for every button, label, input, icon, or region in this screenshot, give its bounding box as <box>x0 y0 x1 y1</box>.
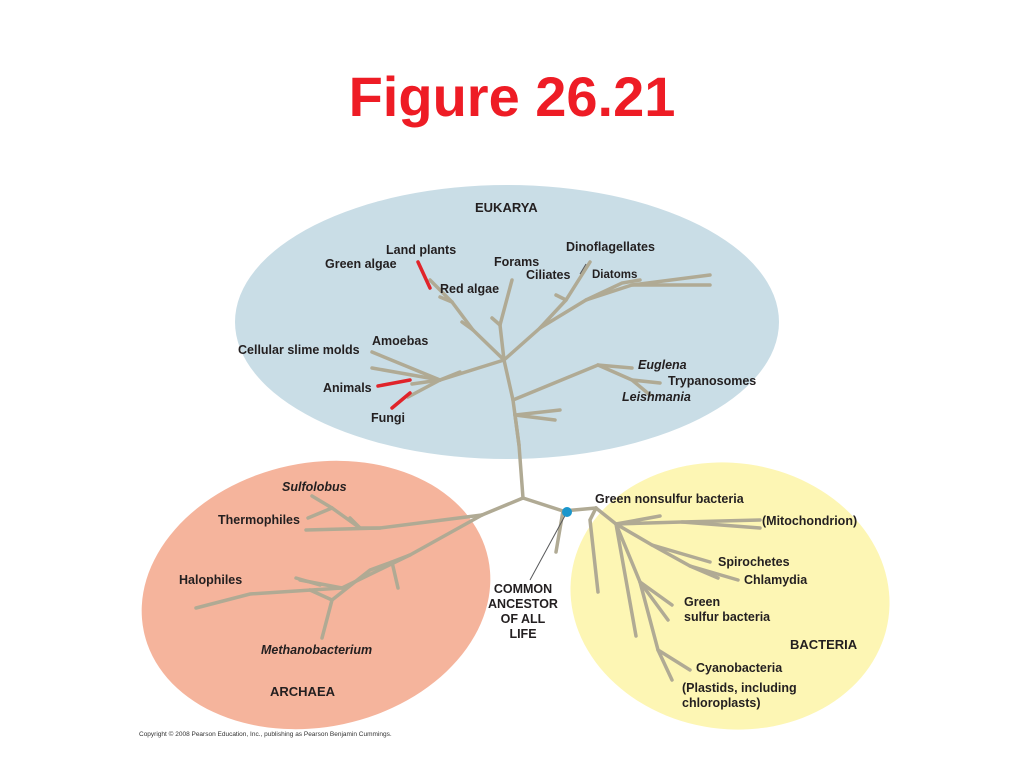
copyright-notice: Copyright © 2008 Pearson Education, Inc.… <box>139 731 392 738</box>
highlighted-lineages <box>376 260 432 410</box>
chlamydia-label: Chlamydia <box>744 573 808 587</box>
eukarya-label: EUKARYA <box>475 200 538 215</box>
spirochetes-label: Spirochetes <box>718 555 790 569</box>
archaea-label: ARCHAEA <box>270 684 336 699</box>
archaea-region <box>141 460 491 730</box>
dinoflagellates-label: Dinoflagellates <box>566 240 655 254</box>
common-ancestor-label: COMMON ANCESTOR OF ALL LIFE <box>488 582 558 641</box>
land-plants-label: Land plants <box>386 243 456 257</box>
sulfolobus-label: Sulfolobus <box>282 480 347 494</box>
green-sulfur-label-line1: Green <box>684 595 720 609</box>
cyanobacteria-label: Cyanobacteria <box>696 661 783 675</box>
plastids-label-line2: chloroplasts) <box>682 696 761 710</box>
svg-text:OF ALL: OF ALL <box>501 612 546 626</box>
diatoms-leader-line <box>579 263 587 275</box>
common-ancestor-dot <box>562 507 572 517</box>
euglena-label: Euglena <box>638 358 687 372</box>
green-sulfur-label-line2: sulfur bacteria <box>684 610 771 624</box>
eukarya-region <box>235 185 779 459</box>
green-algae-label: Green algae <box>325 257 397 271</box>
bacteria-region <box>570 462 890 730</box>
slide-title: Figure 26.21 <box>348 65 676 128</box>
diatoms-label: Diatoms <box>592 269 637 281</box>
red-algae-label: Red algae <box>440 282 499 296</box>
svg-text:LIFE: LIFE <box>509 627 536 641</box>
trypanosomes-label: Trypanosomes <box>668 374 756 388</box>
forams-label: Forams <box>494 255 539 269</box>
methanobacterium-label: Methanobacterium <box>261 643 372 657</box>
bacteria-label: BACTERIA <box>790 637 858 652</box>
leishmania-label: Leishmania <box>622 390 691 404</box>
plastids-label-line1: (Plastids, including <box>682 681 797 695</box>
svg-text:COMMON: COMMON <box>494 582 552 596</box>
amoebas-label: Amoebas <box>372 334 428 348</box>
mitochondrion-label: (Mitochondrion) <box>762 514 857 528</box>
ancestor-leader-line <box>529 511 568 581</box>
svg-text:ANCESTOR: ANCESTOR <box>488 597 558 611</box>
green-nonsulfur-label: Green nonsulfur bacteria <box>595 492 745 506</box>
cellular-slime-molds-label: Cellular slime molds <box>238 343 360 357</box>
ciliates-label: Ciliates <box>526 268 571 282</box>
animals-label: Animals <box>323 381 372 395</box>
thermophiles-label: Thermophiles <box>218 513 300 527</box>
halophiles-label: Halophiles <box>179 573 242 587</box>
fungi-label: Fungi <box>371 411 405 425</box>
